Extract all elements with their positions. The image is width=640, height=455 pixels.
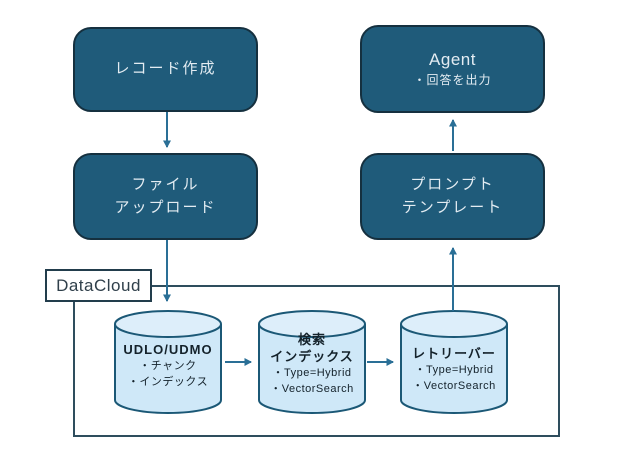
database-cylinder-icon bbox=[258, 310, 366, 414]
datacloud-group-label: DataCloud bbox=[45, 269, 152, 302]
cylinder-search-index-title-1: 検索 bbox=[297, 332, 326, 347]
cylinder-retriever-title: レトリーバー bbox=[412, 346, 496, 361]
node-file-upload-line2: アップロード bbox=[114, 198, 217, 216]
cylinder-search-index: 検索 インデックス ・Type=Hybrid ・VectorSearch bbox=[257, 309, 367, 415]
node-prompt-template-line2: テンプレート bbox=[401, 198, 504, 216]
cylinder-udlo-bullet-2: ・インデックス bbox=[127, 375, 209, 388]
node-agent: Agent ・回答を出力 bbox=[360, 25, 545, 113]
cylinder-retriever-bullet-2: ・VectorSearch bbox=[412, 379, 496, 392]
node-record-creation-label: レコード作成 bbox=[114, 60, 217, 78]
cylinder-retriever-bullet-1: ・Type=Hybrid bbox=[414, 363, 494, 376]
datacloud-group-frame bbox=[73, 285, 560, 437]
cylinder-search-index-bullet-1: ・Type=Hybrid bbox=[272, 366, 352, 379]
cylinder-search-index-title-2: インデックス bbox=[270, 348, 354, 364]
database-cylinder-icon bbox=[400, 310, 508, 414]
node-file-upload-line1: ファイル bbox=[131, 176, 200, 193]
database-cylinder-icon bbox=[114, 310, 222, 414]
cylinder-search-index-bullet-2: ・VectorSearch bbox=[270, 382, 354, 395]
node-record-creation: レコード作成 bbox=[73, 27, 258, 112]
cylinder-retriever: レトリーバー ・Type=Hybrid ・VectorSearch bbox=[399, 309, 509, 415]
node-agent-title: Agent bbox=[429, 49, 476, 69]
node-prompt-template-line1: プロンプト bbox=[410, 176, 495, 193]
node-file-upload: ファイル アップロード bbox=[73, 153, 258, 240]
node-prompt-template: プロンプト テンプレート bbox=[360, 153, 545, 240]
node-agent-subtitle: ・回答を出力 bbox=[413, 73, 492, 88]
cylinder-udlo-title: UDLO/UDMO bbox=[123, 342, 213, 357]
cylinder-udlo-udmo: UDLO/UDMO ・チャンク ・インデックス bbox=[113, 309, 223, 415]
cylinder-udlo-bullet-1: ・チャンク bbox=[139, 359, 197, 372]
